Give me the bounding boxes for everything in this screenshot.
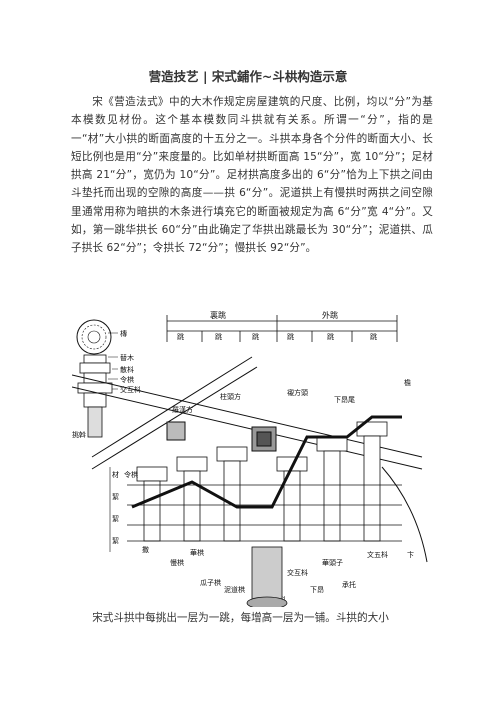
label-tiao-6: 跳 bbox=[370, 332, 377, 341]
label-chen-fang-tou: 襯方頭 bbox=[287, 388, 308, 397]
label-cheng-tuo: 承托 bbox=[342, 580, 356, 589]
label-tiao-1: 跳 bbox=[177, 332, 184, 341]
purlin-roundel bbox=[76, 319, 112, 355]
label-tiao-2: 跳 bbox=[215, 332, 222, 341]
label-ni-dao-gong: 泥道栱 bbox=[224, 585, 245, 594]
dimension-lines bbox=[166, 315, 398, 342]
label-bian: 卞 bbox=[407, 550, 414, 559]
label-zhu-tou-fang: 柱頭方 bbox=[220, 392, 241, 401]
label-wai-tiao: 外跳 bbox=[322, 310, 338, 320]
label-man-gong: 慢栱 bbox=[170, 558, 184, 567]
label-jiao-hu-dou: 交互枓 bbox=[287, 568, 308, 577]
label-xia-ang-wei: 下昂尾 bbox=[334, 396, 355, 404]
label-yan: 檐 bbox=[404, 378, 411, 387]
label-qi-3: 絜 bbox=[112, 536, 119, 545]
left-stack bbox=[77, 354, 113, 438]
label-luo-han-fang: 羅漢方 bbox=[172, 405, 193, 414]
label-gua-zi-gong: 瓜子栱 bbox=[200, 578, 221, 587]
label-cai: 材 bbox=[112, 470, 119, 479]
label-san-dou: 散枓 bbox=[120, 365, 134, 374]
label-tuan: 槫 bbox=[120, 329, 127, 338]
ang-profile bbox=[131, 415, 402, 509]
label-tiao-5: 跳 bbox=[327, 332, 334, 341]
label-tiao-4: 跳 bbox=[287, 332, 294, 341]
label-li-tiao: 裏跳 bbox=[210, 310, 226, 320]
label-tiao-3: 跳 bbox=[252, 332, 259, 341]
label-jiao-hu-dou-left: 交互枓 bbox=[120, 385, 141, 394]
beam-sections bbox=[166, 421, 277, 452]
label-ling-gong: 令栱 bbox=[124, 470, 138, 479]
label-hua-tou-zi: 華頭子 bbox=[322, 558, 343, 567]
figure-caption: 宋式斗拱中每挑出一层为一跳，每增高一层为一铺。斗拱的大小 bbox=[92, 612, 389, 624]
label-qi-1: 絜 bbox=[112, 492, 119, 501]
article-title: 营造技艺 | 宋式鋪作~斗栱构造示意 bbox=[148, 69, 348, 84]
label-san-shu: 撒 bbox=[142, 545, 149, 554]
label-xia-ang: 下昂 bbox=[310, 586, 324, 594]
label-wen-lu: 文五枓 bbox=[367, 550, 388, 559]
label-hua-gong: 華栱 bbox=[190, 548, 204, 557]
ang-tail bbox=[381, 466, 428, 563]
body-paragraph: 宋《营造法式》中的大木作规定房屋建筑的尺度、比例，均以“分”为基本模数见材份。这… bbox=[71, 96, 433, 255]
gong-tiers bbox=[127, 484, 402, 542]
label-ti-mu: 替木 bbox=[120, 353, 134, 362]
label-qi-2: 絜 bbox=[112, 514, 119, 523]
label-tiao-wo: 挑斡 bbox=[72, 430, 86, 439]
article-body: 宋《营造法式》中的大木作规定房屋建筑的尺度、比例，均以“分”为基本模数见材份。这… bbox=[71, 93, 433, 258]
label-ling-gong-left: 令栱 bbox=[120, 375, 134, 384]
dougong-diagram: 裏跳 外跳 跳 跳 跳 跳 跳 跳 槫 替木 bbox=[72, 310, 428, 607]
column-base bbox=[246, 546, 288, 607]
